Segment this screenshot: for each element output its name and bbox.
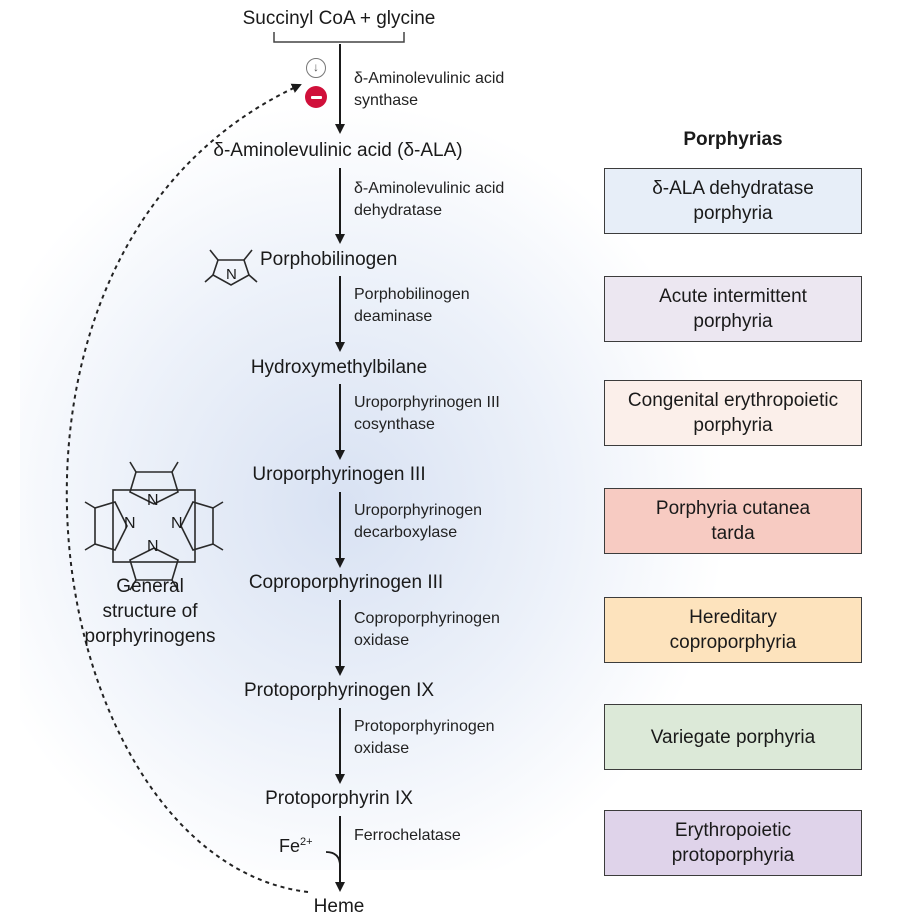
feedback-arc (65, 83, 309, 893)
porphyria-line: Acute intermittent (659, 286, 807, 307)
enzyme-uro-decarboxylase: Uroporphyrinogen decarboxylase (354, 500, 482, 544)
porphyrias-header: Porphyrias (683, 129, 783, 150)
substrates-label: Succinyl CoA + glycine (242, 8, 436, 29)
iron-label: Fe2+ (279, 836, 313, 857)
enzyme-line: synthase (354, 92, 419, 109)
enzyme-line: oxidase (354, 740, 410, 757)
enzyme-line: Uroporphyrinogen (354, 502, 483, 519)
enzyme-ferrochelatase: Ferrochelatase (354, 825, 461, 847)
down-arrow-icon: ↓ (306, 58, 326, 78)
porphyria-line: Erythropoietic (674, 820, 792, 841)
porphyria-line: Variegate porphyria (650, 726, 816, 748)
porphyria-line: tarda (711, 523, 755, 544)
enzyme-line: oxidase (354, 632, 410, 649)
enzyme-line: Porphobilinogen (354, 286, 470, 303)
porphyria-line: coproporphyria (669, 632, 797, 653)
porphyria-box-acute-intermittent: Acute intermittent porphyria (604, 276, 862, 342)
compound-protoporphyrinogen-ix: Protoporphyrinogen IX (243, 680, 435, 701)
enzyme-ala-synthase: δ-Aminolevulinic acid synthase (354, 68, 504, 112)
porphyria-box-congenital-erythropoietic: Congenital erythropoietic porphyria (604, 380, 862, 446)
porphyria-box-variegate: Variegate porphyria (604, 704, 862, 770)
compound-coproporphyrinogen-iii: Coproporphyrinogen III (248, 572, 444, 593)
porphyria-line: protoporphyria (671, 845, 795, 866)
enzyme-copro-oxidase: Coproporphyrinogen oxidase (354, 608, 500, 652)
atom-label-pyrrole: N (226, 266, 237, 283)
enzyme-ala-dehydratase: δ-Aminolevulinic acid dehydratase (354, 178, 504, 222)
porphyria-line: Hereditary (689, 607, 777, 628)
atom-label-right: N (171, 515, 183, 532)
compound-porphobilinogen: Porphobilinogen (260, 249, 398, 270)
structure-caption: General structure of porphyrinogens (85, 574, 216, 649)
enzyme-line: decarboxylase (354, 524, 458, 541)
atom-label-left: N (124, 515, 136, 532)
enzyme-line: δ-Aminolevulinic acid (354, 180, 505, 197)
iron-charge: 2+ (300, 836, 313, 848)
iron-symbol: Fe (279, 836, 301, 856)
enzyme-proto-oxidase: Protoporphyrinogen oxidase (354, 716, 495, 760)
caption-line: General (116, 576, 184, 597)
porphyria-line: porphyria (693, 203, 773, 224)
compound-uroporphyrinogen-iii: Uroporphyrinogen III (252, 464, 426, 485)
compound-hydroxymethylbilane: Hydroxymethylbilane (250, 357, 428, 378)
atom-label-top: N (147, 492, 159, 509)
enzyme-line: Uroporphyrinogen III (354, 394, 500, 411)
caption-line: porphyrinogens (84, 626, 216, 647)
enzyme-pbg-deaminase: Porphobilinogen deaminase (354, 284, 470, 328)
compound-heme: Heme (313, 896, 365, 917)
pyrrole-ring-icon (204, 249, 258, 286)
porphyria-box-hereditary-coproporphyria: Hereditary coproporphyria (604, 597, 862, 663)
porphyria-box-erythropoietic-protoporphyria: Erythropoietic protoporphyria (604, 810, 862, 876)
enzyme-uro-cosynthase: Uroporphyrinogen III cosynthase (354, 392, 500, 436)
compound-ala: δ-Aminolevulinic acid (δ-ALA) (213, 140, 463, 161)
enzyme-line: δ-Aminolevulinic acid (354, 70, 505, 87)
enzyme-line: deaminase (354, 308, 433, 325)
porphyria-line: porphyria (693, 415, 773, 436)
porphyria-box-cutanea-tarda: Porphyria cutanea tarda (604, 488, 862, 554)
porphyria-line: δ-ALA dehydratase (652, 178, 814, 199)
compound-protoporphyrin-ix: Protoporphyrin IX (265, 788, 413, 809)
atom-label-bottom: N (147, 538, 159, 555)
porphyria-line: porphyria (693, 311, 773, 332)
caption-line: structure of (102, 601, 198, 622)
porphyria-box-ala-dehydratase: δ-ALA dehydratase porphyria (604, 168, 862, 234)
porphyria-line: Porphyria cutanea (655, 498, 811, 519)
enzyme-line: dehydratase (354, 202, 443, 219)
enzyme-line: Protoporphyrinogen (354, 718, 495, 735)
enzyme-line: Ferrochelatase (354, 827, 461, 844)
substrate-bracket (273, 32, 405, 43)
enzyme-line: cosynthase (354, 416, 435, 433)
porphyria-line: Congenital erythropoietic (627, 390, 839, 411)
enzyme-line: Coproporphyrinogen (354, 610, 500, 627)
inhibition-icon (305, 86, 327, 108)
porphyrinogen-structure-icon (84, 461, 224, 591)
iron-entry-hook (325, 851, 341, 867)
